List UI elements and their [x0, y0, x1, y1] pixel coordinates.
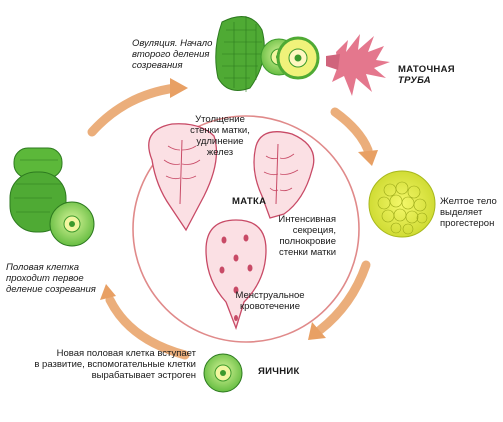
corpus-luteum	[368, 170, 436, 238]
arrowhead-bottom-left	[100, 284, 116, 300]
uterus-stage-menstruation	[205, 219, 267, 330]
label-first-division: Половая клетка проходит первое деление с…	[6, 262, 96, 295]
label-thickening: Утолщение стенки матки, удлинение желез	[190, 114, 250, 158]
uterus-stage-secretion	[253, 131, 315, 219]
label-new-cell: Новая половая клетка вступает в развитие…	[34, 348, 196, 381]
label-ovulation: Овуляция. Начало второго деления созрева…	[132, 38, 213, 71]
arrow-bottom-left	[105, 295, 190, 360]
fallopian-tube	[326, 34, 390, 96]
uterus-cycle-circle	[132, 115, 360, 343]
label-tube: МАТОЧНАЯ ТРУБА	[398, 64, 455, 86]
new-follicle	[203, 353, 243, 393]
arrow-heads	[100, 78, 378, 340]
label-secretion: Интенсивная секреция, полнокровие стенки…	[278, 214, 336, 258]
arrowhead-right	[308, 322, 326, 340]
label-corpus-luteum: Желтое тело выделяет прогестерон	[440, 196, 497, 229]
arrow-right	[315, 260, 371, 335]
primary-follicle-left	[9, 147, 95, 247]
cycle-arrows	[87, 83, 373, 360]
arrowhead-top-right	[358, 150, 378, 166]
arrowhead-top-left	[170, 78, 188, 98]
arrow-top-left	[87, 83, 180, 137]
label-uterus: МАТКА	[232, 196, 267, 207]
uterus-stage-thickening	[148, 123, 218, 232]
ovum	[276, 36, 320, 80]
label-menstruation: Менструальное кровотечение	[235, 290, 305, 312]
label-ovary: ЯИЧНИК	[258, 366, 300, 377]
arrow-top-right	[330, 107, 373, 155]
